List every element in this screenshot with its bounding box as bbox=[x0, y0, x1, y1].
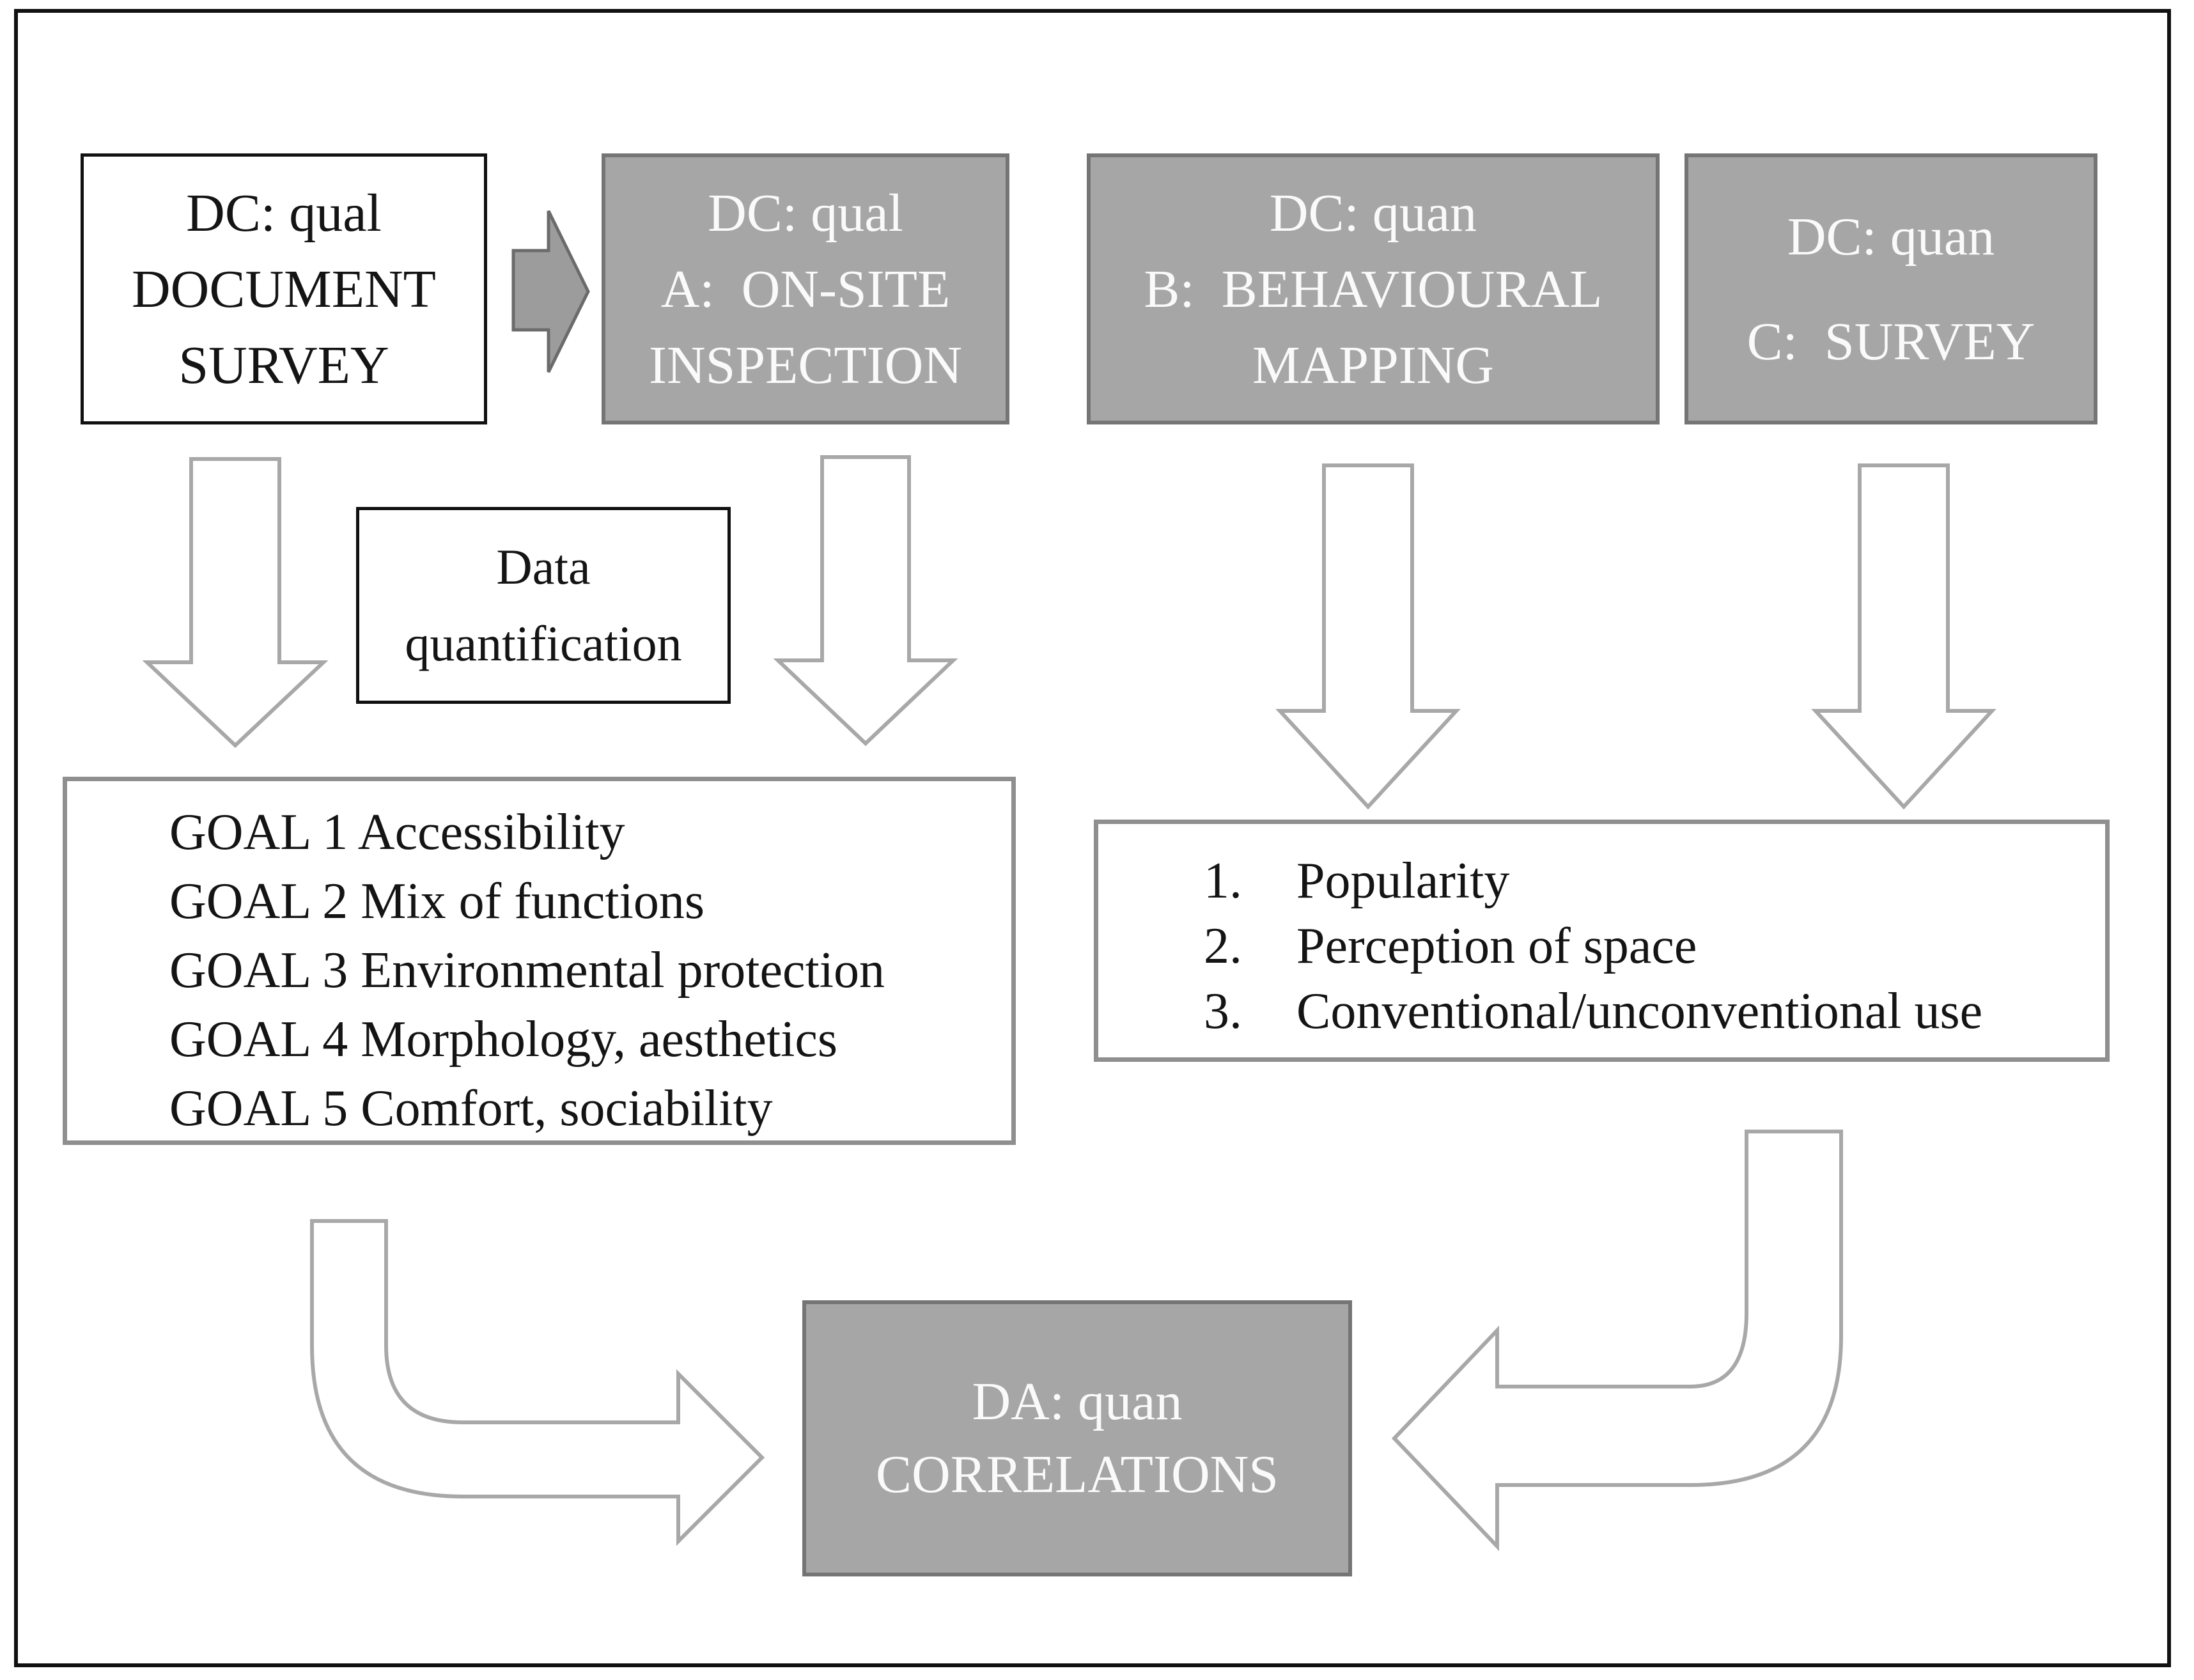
outcome-text: Popularity bbox=[1296, 853, 1510, 909]
outcome-item: 2. Perception of space bbox=[1204, 914, 2105, 979]
box-data-quantification-line: Data bbox=[496, 539, 591, 595]
goal-item: GOAL 5 Comfort, sociability bbox=[169, 1080, 773, 1137]
box-onsite-inspection-line: INSPECTION bbox=[648, 335, 962, 395]
box-data-quantification: Data quantification bbox=[356, 507, 731, 704]
box-survey-line: DC: quan bbox=[1787, 206, 1995, 267]
box-correlations-line: CORRELATIONS bbox=[875, 1445, 1279, 1504]
arrow-down-document-icon bbox=[142, 457, 329, 749]
box-behavioural-mapping-line: DC: quan bbox=[1269, 183, 1477, 243]
elbow-arrow-outcomes-to-correlations-icon bbox=[1391, 1130, 1843, 1552]
outcome-number: 3. bbox=[1204, 983, 1242, 1039]
outcome-text: Conventional/unconventional use bbox=[1296, 983, 1983, 1039]
box-correlations-line: DA: quan bbox=[972, 1372, 1183, 1431]
outcome-number: 2. bbox=[1204, 918, 1242, 974]
elbow-arrow-goals-to-correlations-icon bbox=[310, 1219, 765, 1546]
box-correlations: DA: quan CORRELATIONS bbox=[802, 1300, 1352, 1576]
outcome-number: 1. bbox=[1204, 853, 1242, 909]
outcome-item: 1. Popularity bbox=[1204, 848, 2105, 914]
arrow-down-survey-icon bbox=[1811, 463, 1996, 810]
box-onsite-inspection-line: DC: qual bbox=[708, 183, 903, 243]
box-data-quantification-line: quantification bbox=[405, 616, 682, 671]
box-onsite-inspection-line: A: ON-SITE bbox=[660, 259, 951, 319]
outcome-item: 3. Conventional/unconventional use bbox=[1204, 979, 2105, 1044]
arrow-down-inspection-icon bbox=[773, 455, 958, 747]
box-survey: DC: quan C: SURVEY bbox=[1684, 153, 2097, 424]
outcome-text: Perception of space bbox=[1296, 918, 1697, 974]
box-behavioural-mapping-line: B: BEHAVIOURAL bbox=[1144, 259, 1603, 319]
box-goals: GOAL 1 Accessibility GOAL 2 Mix of funct… bbox=[63, 777, 1016, 1145]
goal-item: GOAL 2 Mix of functions bbox=[169, 873, 704, 929]
goal-item: GOAL 4 Morphology, aesthetics bbox=[169, 1011, 837, 1068]
box-behavioural-mapping-line: MAPPING bbox=[1252, 335, 1495, 395]
box-behavioural-mapping: DC: quan B: BEHAVIOURAL MAPPING bbox=[1087, 153, 1660, 424]
box-outcomes: 1. Popularity 2. Perception of space 3. … bbox=[1094, 820, 2110, 1062]
arrow-down-mapping-icon bbox=[1275, 463, 1461, 810]
box-document-survey-line: DOCUMENT bbox=[132, 259, 436, 319]
arrow-document-to-inspection-icon bbox=[511, 210, 590, 373]
box-document-survey-line: SURVEY bbox=[178, 335, 389, 395]
goal-item: GOAL 3 Environmental protection bbox=[169, 942, 885, 999]
box-survey-line: C: SURVEY bbox=[1747, 311, 2035, 371]
goal-item: GOAL 1 Accessibility bbox=[169, 804, 625, 860]
box-document-survey-line: DC: qual bbox=[186, 183, 382, 243]
box-onsite-inspection: DC: qual A: ON-SITE INSPECTION bbox=[602, 153, 1009, 424]
box-document-survey: DC: qual DOCUMENT SURVEY bbox=[81, 153, 487, 424]
